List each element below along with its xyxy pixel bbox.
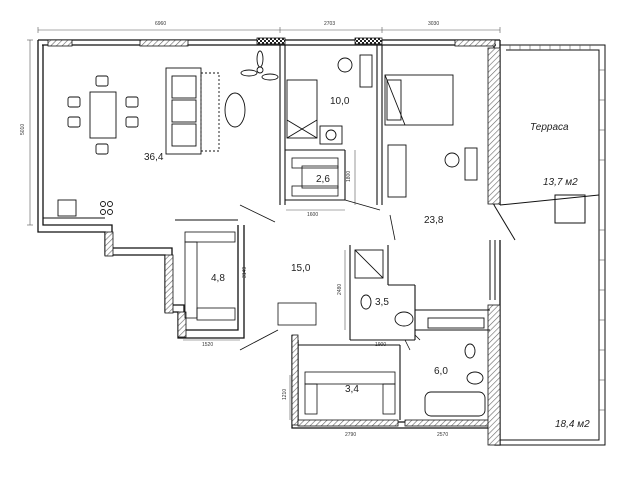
- room-area-wardrobe: 2,6: [316, 174, 330, 185]
- room-area-bath: 3,5: [375, 297, 389, 308]
- room-area-utility: 3,4: [345, 384, 359, 395]
- room-area-bedroom-large: 23,8: [424, 215, 444, 226]
- dimension-wc-vertical: 1210: [282, 389, 288, 400]
- dimension-closet-width: 1600: [307, 212, 318, 218]
- wall-hatching: [47, 37, 501, 446]
- sofa: [165, 67, 220, 155]
- dimension-top-1: 6960: [155, 21, 166, 27]
- door-swings: [239, 199, 421, 351]
- terrace-area-lower: 18,4 м2: [555, 419, 590, 430]
- desk-chair-small: [319, 54, 373, 145]
- utility-shelving: [304, 371, 396, 415]
- dimension-bath-vertical: 2480: [337, 284, 343, 295]
- dining-set: [67, 75, 139, 155]
- room-area-bathroom: 6,0: [434, 366, 448, 377]
- closet-shelving: [184, 231, 317, 326]
- dimension-top-2: 2703: [324, 21, 335, 27]
- dimension-top-3: 3030: [428, 21, 439, 27]
- room-area-hall: 15,0: [291, 263, 311, 274]
- dimension-bottom-2: 2570: [437, 432, 448, 438]
- room-area-living: 36,4: [144, 152, 164, 163]
- bed-small: [286, 79, 318, 139]
- terrace-label: Терраса: [530, 122, 569, 133]
- interior-walls: [43, 45, 490, 420]
- dimension-hall-vertical: 3149: [242, 267, 248, 278]
- room-area-closet: 4,8: [211, 273, 225, 284]
- desk-chair-large: [387, 144, 478, 198]
- terrace: [489, 44, 606, 446]
- dimension-mid-vertical: 1800: [346, 171, 352, 182]
- bed-large: [384, 74, 454, 126]
- kitchen-counter: [57, 199, 113, 217]
- ceiling-fan-icon: [240, 50, 279, 81]
- dimension-bottom-1: 2790: [345, 432, 356, 438]
- bathroom-fixtures: [424, 317, 486, 417]
- terrace-area-upper: 13,7 м2: [543, 177, 578, 188]
- bath-fixtures: [354, 249, 414, 327]
- wardrobe-storage: [291, 157, 339, 197]
- room-area-bedroom-small: 10,0: [330, 96, 350, 107]
- dimension-lines: [27, 27, 501, 429]
- dimension-hall-width: 1520: [202, 342, 213, 348]
- coffee-table: [224, 92, 246, 128]
- dimension-left: 5010: [20, 124, 26, 135]
- terrace-railing-ticks: [509, 45, 605, 411]
